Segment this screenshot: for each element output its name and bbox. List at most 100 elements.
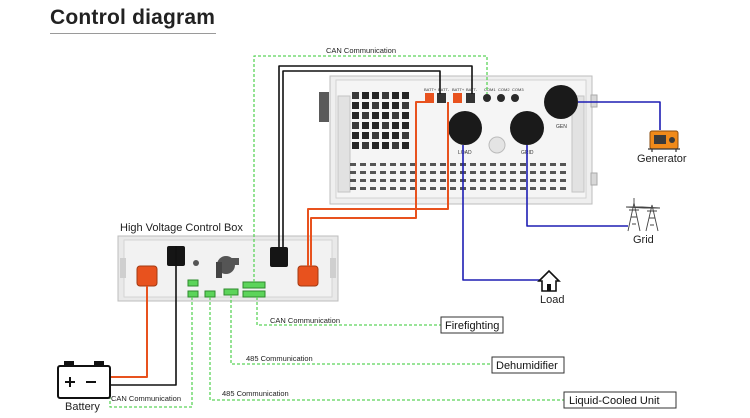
dehumidifier-label: Dehumidifier [496,360,558,372]
pv-terminal [382,122,389,129]
connection-labels: CAN Communication CAN Communication 485 … [111,46,396,403]
grid-label: Grid [633,234,654,246]
comm-terminal [187,279,199,287]
pv-terminal-grid [352,92,409,149]
pv-terminal [382,112,389,119]
vent-slot [520,171,526,174]
vent-slot [550,163,556,166]
vent-slot [530,163,536,166]
port-label-batt-minus-1: BATT- [438,87,450,92]
inverter: BATT+ BATT- BATT+ BATT- COM1 COM2 COM3 L… [319,75,598,205]
vent-slot [480,179,486,182]
comm-terminal [242,290,266,298]
pv-terminal [392,102,399,109]
vent-slot [410,187,416,190]
vent-slot [380,171,386,174]
vent-slot [440,171,446,174]
vent-slot [540,163,546,166]
grid-ac-wire [526,145,628,227]
vent-slot [370,179,376,182]
vent-slot [520,163,526,166]
wires [109,55,661,408]
battery-negative-wire [110,246,177,386]
vent-slot [410,171,416,174]
vent-slot [480,171,486,174]
vent-slot [510,163,516,166]
liquid-cooled-unit-label: Liquid-Cooled Unit [569,395,660,407]
pv-terminal [372,142,379,149]
liquid-cooled-unit-box: Liquid-Cooled Unit [563,391,677,409]
pv-terminal [392,112,399,119]
inverter-batt-port [453,93,462,103]
can-communication-link [253,55,488,282]
generator-label: Generator [637,153,687,165]
vent-slot [360,171,366,174]
pv-terminal [382,132,389,139]
battery-positive-wire [110,286,148,378]
vent-slot [510,187,516,190]
vent-slot [470,171,476,174]
high-voltage-control-box: High Voltage Control Box [117,222,339,302]
vent-slot [370,187,376,190]
rs485-dehumidifier-label: 485 Communication [246,354,313,363]
vent-slot [500,171,506,174]
gen-gland [544,85,578,119]
pv-terminal [372,122,379,129]
dc-power-wire [307,102,449,266]
pv-terminal [392,132,399,139]
battery-label: Battery [65,401,100,413]
control-box-label: High Voltage Control Box [120,222,243,234]
pv-terminal [382,102,389,109]
control-box-dc-terminal [297,265,319,287]
battery-can-link [109,297,193,408]
vent-slot [550,171,556,174]
vent-slot [440,163,446,166]
house-icon [537,269,561,292]
vent-slot [420,187,426,190]
vent-slot [490,187,496,190]
vent-slot [380,163,386,166]
pv-terminal [392,122,399,129]
inverter-batt-port [466,93,475,103]
vent-slot [420,179,426,182]
grid-tower-icon [625,198,661,232]
vent-slot [440,179,446,182]
vent-slot [430,163,436,166]
comm-terminal [204,290,216,298]
title-underline [50,33,216,34]
vent-slot [450,187,456,190]
load-label: Load [540,294,564,306]
pv-terminal [352,132,359,139]
inverter-batt-port [437,93,446,103]
vent-slot [510,171,516,174]
pv-terminal [372,102,379,109]
vent-slot [560,163,566,166]
vent-slot [530,187,536,190]
vent-slot [410,179,416,182]
port-label-com2: COM2 [498,87,510,92]
vent-slot [550,187,556,190]
comm-terminal [242,281,266,289]
vent-slot [430,187,436,190]
load-gland [448,111,482,145]
vent-slot [490,179,496,182]
vent-slot [380,179,386,182]
top-port-labels: BATT+ BATT- BATT+ BATT- COM1 COM2 COM3 [424,87,524,92]
pv-terminal [372,112,379,119]
vent-slot [470,163,476,166]
com-port [483,94,491,102]
port-label-batt-plus-1: BATT+ [424,87,437,92]
vent-slot [470,179,476,182]
pv-terminal [402,92,409,99]
control-box-black-terminal [270,247,288,267]
vent-slot [520,179,526,182]
comm-terminal [187,290,199,298]
vent-slot [390,163,396,166]
port-label-batt-plus-2: BATT+ [452,87,465,92]
pv-terminal [392,92,399,99]
liquid-cooled-link [209,297,564,401]
vent-slot [430,171,436,174]
vent-slot [490,171,496,174]
pv-terminal [382,142,389,149]
vent-slot [400,171,406,174]
